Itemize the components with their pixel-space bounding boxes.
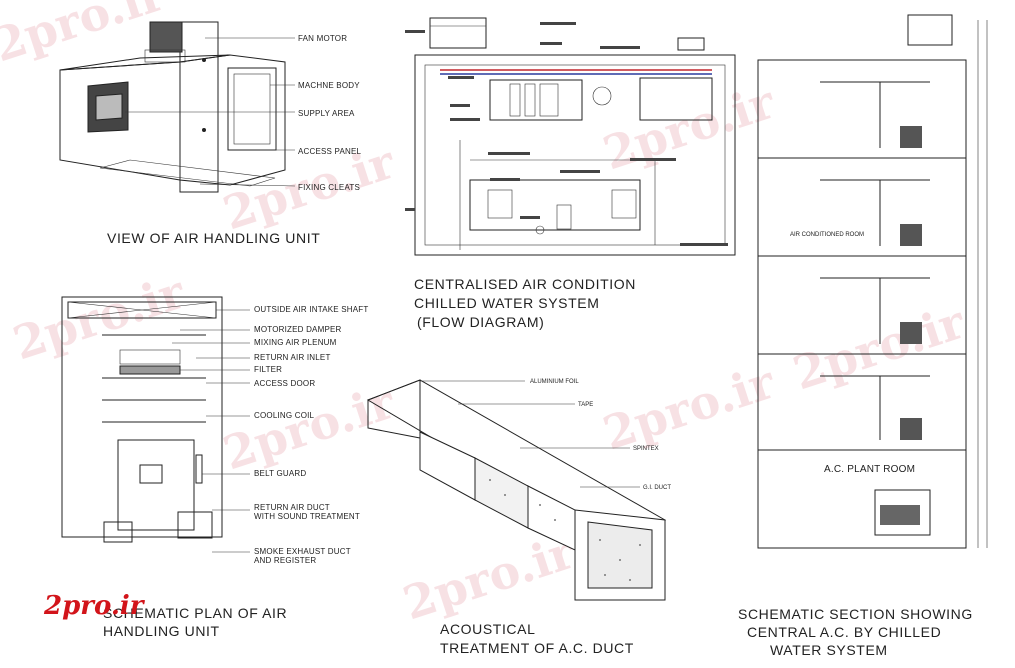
flow-loop [414,54,736,256]
flow-title-1: CENTRALISED AIR CONDITION [414,276,636,292]
label-aluminium-foil: ALUMINIUM FOIL [530,379,579,385]
watermark: 2pro.ir [597,354,782,460]
label-access-panel: ACCESS PANEL [298,147,362,156]
building-section [757,59,967,549]
flow-title-2: CHILLED WATER SYSTEM [414,295,599,311]
ahu-plan-title-1: SCHEMATIC PLAN OF AIR [103,605,287,621]
label-filter: FILTER [254,365,282,374]
label-fixing-cleats: FIXING CLEATS [298,183,360,192]
label-supply-area: SUPPLY AREA [298,109,355,118]
watermark: 2pro.ir [217,374,402,480]
label-gi-duct: G.I. DUCT [643,485,671,491]
section-title-2: CENTRAL A.C. BY CHILLED [747,624,941,640]
label-access-door: ACCESS DOOR [254,379,315,388]
section-title-1: SCHEMATIC SECTION SHOWING [738,606,973,622]
label-belt-guard: BELT GUARD [254,469,306,478]
watermark: 2pro.ir [0,0,172,72]
ahu-plan-outline [61,296,223,538]
section-title-3: WATER SYSTEM [770,642,888,658]
label-machine-body: MACHNE BODY [298,81,360,90]
label-sound-treatment: WITH SOUND TREATMENT [254,512,360,521]
filter [119,365,181,375]
ahu-plan-title-2: HANDLING UNIT [103,623,220,639]
section-cooling-tower [907,14,953,46]
brand-logo: 2pro.ir [43,591,146,621]
flow-title-3: (FLOW DIAGRAM) [417,314,544,330]
exhaust-register [177,511,213,539]
label-cooling-coil: COOLING COIL [254,411,315,420]
ahu-view-title: VIEW OF AIR HANDLING UNIT [107,230,320,246]
label-return-duct: RETURN AIR DUCT [254,503,330,512]
flow-ahu [489,79,583,121]
ahu-plan: OUTSIDE AIR INTAKE SHAFT MOTORIZED DAMPE… [61,296,368,639]
fan-section [117,439,195,531]
mixing-plenum [119,349,181,365]
section-room-label: AIR CONDITIONED ROOM [790,232,864,238]
duct-title-1: ACOUSTICAL [440,621,535,637]
label-smoke-exhaust: SMOKE EXHAUST DUCT [254,547,351,556]
chiller-plant [874,489,931,536]
label-plenum: MIXING AIR PLENUM [254,338,337,347]
label-fan-motor: FAN MOTOR [298,34,347,43]
schematic-section: AIR CONDITIONED ROOM A.C. PLANT ROOM SCH… [738,14,988,658]
flow-chiller [469,179,641,231]
label-register: AND REGISTER [254,556,316,565]
cooling-tower [429,17,487,49]
ahu-side-face [179,54,286,186]
watermark: 2pro.ir [597,74,782,180]
fixing-cleats [99,159,276,187]
label-return-inlet: RETURN AIR INLET [254,353,331,362]
label-spintex: SPINTEX [633,446,659,452]
section-plant-room: A.C. PLANT ROOM [824,464,915,475]
spintex-dots [489,479,641,581]
flow-label-bars [405,22,728,246]
flow-diagram: CENTRALISED AIR CONDITION CHILLED WATER … [405,17,736,330]
section-ahu-units [900,126,922,440]
label-tape: TAPE [578,402,593,408]
duct-title-2: TREATMENT OF A.C. DUCT [440,640,634,656]
watermark: 2pro.ir [7,264,192,370]
access-panel [227,67,277,151]
acoustic-duct: ALUMINIUM FOIL TAPE SPINTEX G.I. DUCT AC… [366,379,671,656]
watermark: 2pro.ir [787,294,972,400]
label-outside-air: OUTSIDE AIR INTAKE SHAFT [254,305,368,314]
label-damper: MOTORIZED DAMPER [254,325,342,334]
fan-motor [149,21,183,53]
flow-room [639,77,713,121]
fan-motor-housing [179,21,219,193]
ahu-isometric-view: FAN MOTOR MACHNE BODY SUPPLY AREA ACCESS… [59,21,362,246]
